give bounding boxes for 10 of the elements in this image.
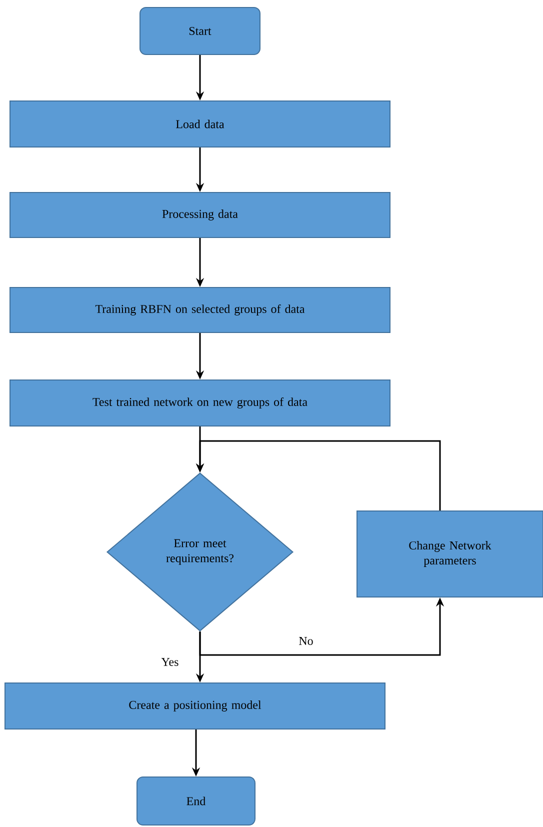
process-box: Processing data [10,192,390,238]
process-box: Test trained network on new groups of data [10,380,390,426]
terminal-box: End [136,776,256,826]
process-box: Change Network parameters [356,510,543,598]
edge-label: No [298,636,314,646]
terminal-box: Start [140,7,260,55]
edge-label: Yes [160,657,180,667]
process-box: Training RBFN on selected groups of data [10,287,390,333]
process-box: Create a positioning model [4,682,386,730]
process-box: Load data [10,100,390,148]
